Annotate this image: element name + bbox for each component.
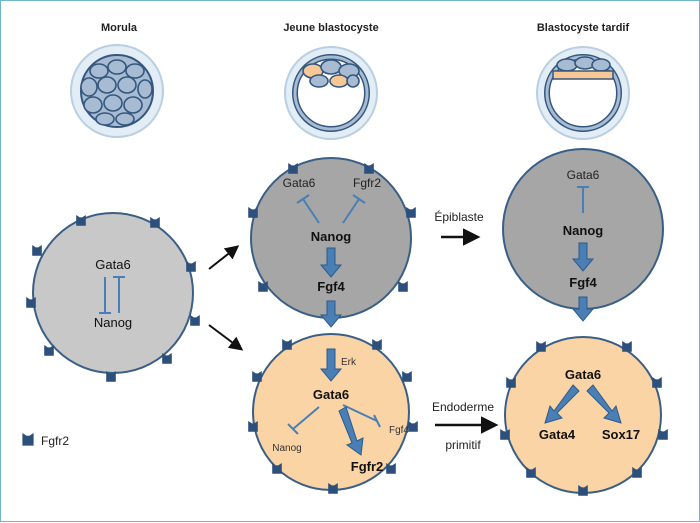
fgfr2-receptor-icon [22,433,34,446]
label-gata6: Gata6 [313,387,349,402]
label-gata6: Gata6 [567,168,600,182]
late-endoderm-cell: Gata6 Gata4 Sox17 [500,336,668,496]
late-epiblast-cell: Gata6 Nanog Fgf4 [502,148,664,310]
label-nanog: Nanog [311,229,352,244]
label-gata6: Gata6 [283,176,316,190]
legend-label: Fgfr2 [41,434,69,448]
morula-embryo-icon [70,44,164,138]
label-endoderm: Endoderme [432,400,494,414]
young-epiblast-cell: Gata6 Fgfr2 Nanog Fgf4 [248,157,416,319]
arrow-nanog-to-fgf4 [319,247,343,278]
label-sox17: Sox17 [602,427,640,442]
arrow-late-fgf4-down [571,296,595,322]
label-fgfr2: Fgfr2 [353,176,381,190]
young-blastocyst-icon [284,46,378,140]
label-fgfr2: Fgfr2 [351,459,384,474]
arrow-nanog-to-fgf4 [571,242,595,272]
label-epiblast: Épiblaste [434,209,484,224]
label-fgf4: Fgf4 [569,275,597,290]
legend: Fgfr2 [22,433,69,448]
label-fgf4: Fgf4 [389,425,409,436]
header-young-blastocyst: Jeune blastocyste [283,22,378,34]
arrow-gata6-to-sox17 [586,384,622,424]
arrow-to-epiblast [208,245,240,270]
initial-cell: Gata6 Nanog [26,212,200,382]
label-nanog: Nanog [272,443,301,454]
arrow-erk-to-gata6 [319,348,343,382]
arrow-to-endoderm [208,324,244,351]
header-late-blastocyst: Blastocyste tardif [537,22,630,34]
label-nanog: Nanog [563,223,604,238]
arrow-gata6-to-fgfr2 [338,406,364,456]
late-blastocyst-icon [536,46,630,140]
label-erk: Erk [341,357,357,368]
header-morula: Morula [101,22,138,34]
arrow-fgf4-to-pre-endoderm [319,300,343,328]
label-nanog: Nanog [94,315,132,330]
label-gata6: Gata6 [95,257,130,272]
young-endoderm-cell: Erk Gata6 Nanog Fgf4 Fgfr2 [248,333,418,494]
label-gata6: Gata6 [565,367,601,382]
arrow-gata6-to-gata4 [544,384,580,424]
label-fgf4: Fgf4 [317,279,345,294]
label-primitive: primitif [445,438,481,452]
label-gata4: Gata4 [539,427,576,442]
